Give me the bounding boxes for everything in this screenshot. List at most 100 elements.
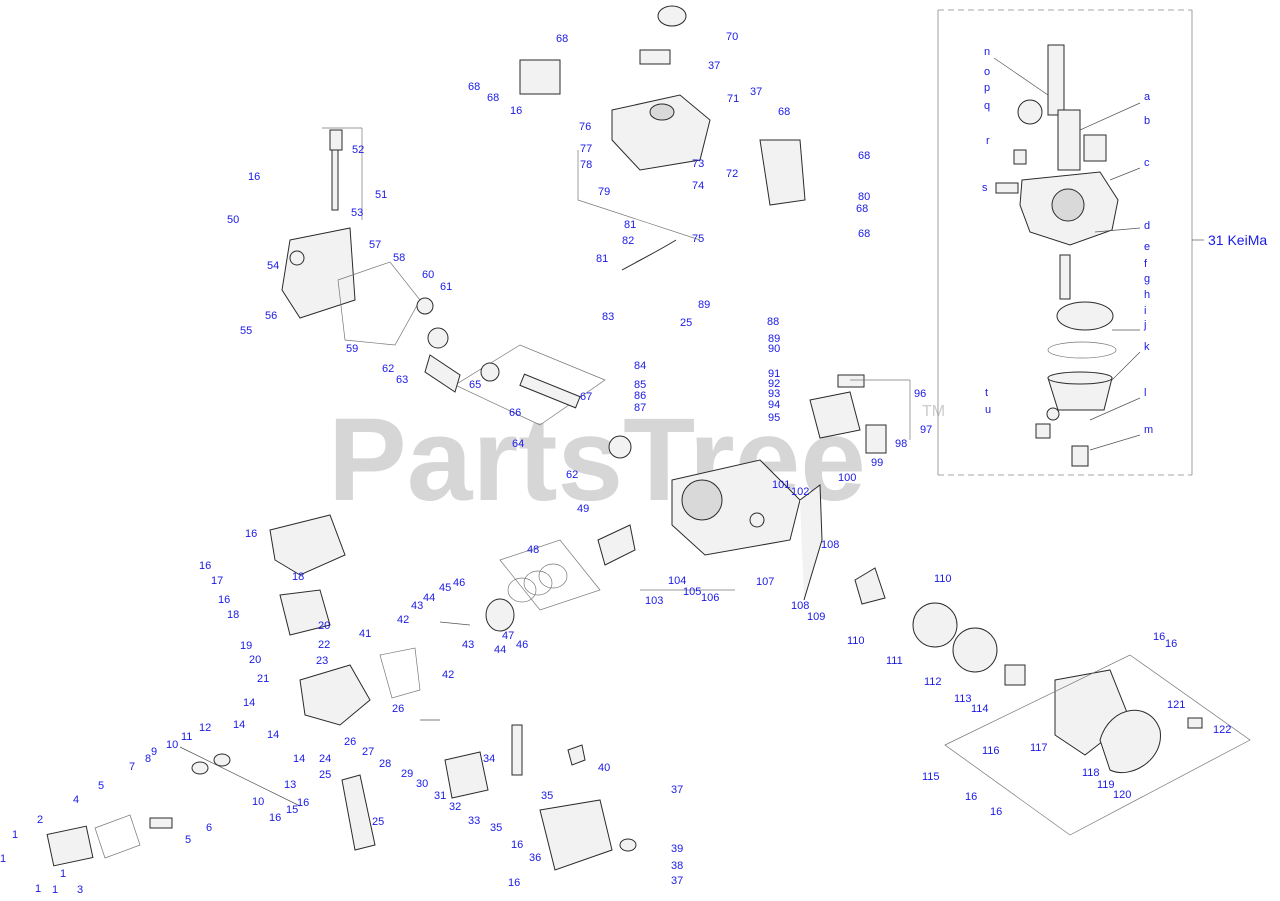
part-label[interactable]: 121 (1167, 699, 1185, 711)
part-label[interactable]: 73 (692, 158, 704, 170)
part-label[interactable]: 49 (577, 503, 589, 515)
part-label[interactable]: 43 (462, 639, 474, 651)
part-label[interactable]: 28 (379, 758, 391, 770)
part-label[interactable]: 55 (240, 325, 252, 337)
part-label[interactable]: 91 (768, 368, 780, 380)
part-label[interactable]: 35 (541, 790, 553, 802)
part-label[interactable]: 44 (494, 644, 506, 656)
part-label[interactable]: 109 (807, 611, 825, 623)
part-label[interactable]: 33 (468, 815, 480, 827)
part-label[interactable]: s (982, 182, 988, 194)
part-label[interactable]: 2 (37, 814, 43, 826)
part-label[interactable]: 86 (634, 390, 646, 402)
part-label[interactable]: 16 (990, 806, 1002, 818)
part-label[interactable]: 26 (392, 703, 404, 715)
part-label[interactable]: 45 (439, 582, 451, 594)
part-label[interactable]: 1 (0, 853, 6, 865)
part-label[interactable]: 25 (680, 317, 692, 329)
part-label[interactable]: 68 (468, 81, 480, 93)
part-label[interactable]: a (1144, 91, 1151, 103)
part-label[interactable]: 1 (12, 829, 18, 841)
part-label[interactable]: 37 (750, 86, 762, 98)
part-label[interactable]: 115 (922, 771, 940, 783)
part-label[interactable]: 90 (768, 343, 780, 355)
part-label[interactable]: 61 (440, 281, 452, 293)
part-label[interactable]: 71 (727, 93, 739, 105)
part-label[interactable]: 57 (369, 239, 381, 251)
part-label[interactable]: 37 (671, 875, 683, 887)
part-label[interactable]: 21 (257, 673, 269, 685)
part-label[interactable]: 67 (580, 391, 592, 403)
part-label[interactable]: 52 (352, 144, 364, 156)
part-label[interactable]: 42 (397, 614, 409, 626)
part-label[interactable]: 97 (920, 424, 932, 436)
part-label[interactable]: b (1144, 115, 1150, 127)
part-label[interactable]: 41 (359, 628, 371, 640)
part-label[interactable]: h (1144, 289, 1150, 301)
part-label[interactable]: 119 (1097, 779, 1115, 791)
part-label[interactable]: 107 (756, 576, 774, 588)
part-label[interactable]: k (1144, 341, 1150, 353)
part-label[interactable]: 87 (634, 402, 646, 414)
part-label[interactable]: 89 (768, 333, 780, 345)
part-label[interactable]: 38 (671, 860, 683, 872)
part-label[interactable]: 110 (934, 573, 952, 585)
part-label[interactable]: 1 (35, 883, 41, 895)
part-label[interactable]: 16 (965, 791, 977, 803)
part-label[interactable]: 53 (351, 207, 363, 219)
part-label[interactable]: t (985, 387, 988, 399)
part-label[interactable]: 14 (243, 697, 255, 709)
part-label[interactable]: 5 (98, 780, 104, 792)
part-label[interactable]: 51 (375, 189, 387, 201)
part-label[interactable]: 84 (634, 360, 646, 372)
part-label[interactable]: 83 (602, 311, 614, 323)
part-label[interactable]: f (1144, 258, 1148, 270)
part-label[interactable]: 75 (692, 233, 704, 245)
part-label[interactable]: 76 (579, 121, 591, 133)
part-label[interactable]: 25 (372, 816, 384, 828)
part-label[interactable]: 20 (318, 620, 330, 632)
part-label[interactable]: 96 (914, 388, 926, 400)
part-label[interactable]: 23 (316, 655, 328, 667)
part-label[interactable]: 14 (233, 719, 245, 731)
part-label[interactable]: 102 (791, 486, 809, 498)
part-label[interactable]: 16 (297, 797, 309, 809)
part-label[interactable]: j (1143, 319, 1146, 331)
part-label[interactable]: 14 (267, 729, 279, 741)
part-label[interactable]: r (986, 135, 990, 147)
part-label[interactable]: 63 (396, 374, 408, 386)
part-label[interactable]: 18 (292, 571, 304, 583)
part-label[interactable]: 113 (954, 693, 972, 705)
part-label[interactable]: 65 (469, 379, 481, 391)
part-label[interactable]: 13 (284, 779, 296, 791)
part-label[interactable]: 105 (683, 586, 701, 598)
part-label[interactable]: 15 (286, 804, 298, 816)
part-label[interactable]: 62 (566, 469, 578, 481)
part-label[interactable]: o (984, 66, 990, 78)
part-label[interactable]: 43 (411, 600, 423, 612)
part-label[interactable]: 14 (293, 753, 305, 765)
part-label[interactable]: 100 (838, 472, 856, 484)
part-label[interactable]: 46 (516, 639, 528, 651)
part-label[interactable]: 16 (1153, 631, 1165, 643)
part-label[interactable]: e (1144, 241, 1150, 253)
part-label[interactable]: 31 (434, 790, 446, 802)
part-label[interactable]: 59 (346, 343, 358, 355)
part-label[interactable]: 58 (393, 252, 405, 264)
part-label[interactable]: 66 (509, 407, 521, 419)
part-label[interactable]: 110 (847, 635, 865, 647)
part-label[interactable]: 93 (768, 388, 780, 400)
part-label[interactable]: 68 (858, 150, 870, 162)
part-label[interactable]: 68 (858, 228, 870, 240)
part-label[interactable]: 37 (708, 60, 720, 72)
part-label[interactable]: 117 (1030, 742, 1048, 754)
part-label[interactable]: 16 (248, 171, 260, 183)
part-label[interactable]: m (1144, 424, 1153, 436)
part-label[interactable]: 68 (856, 203, 868, 215)
part-label[interactable]: 40 (598, 762, 610, 774)
part-label[interactable]: 44 (423, 592, 435, 604)
part-label[interactable]: 24 (319, 753, 331, 765)
part-label[interactable]: 108 (791, 600, 809, 612)
part-label[interactable]: 89 (698, 299, 710, 311)
part-label[interactable]: 106 (701, 592, 719, 604)
